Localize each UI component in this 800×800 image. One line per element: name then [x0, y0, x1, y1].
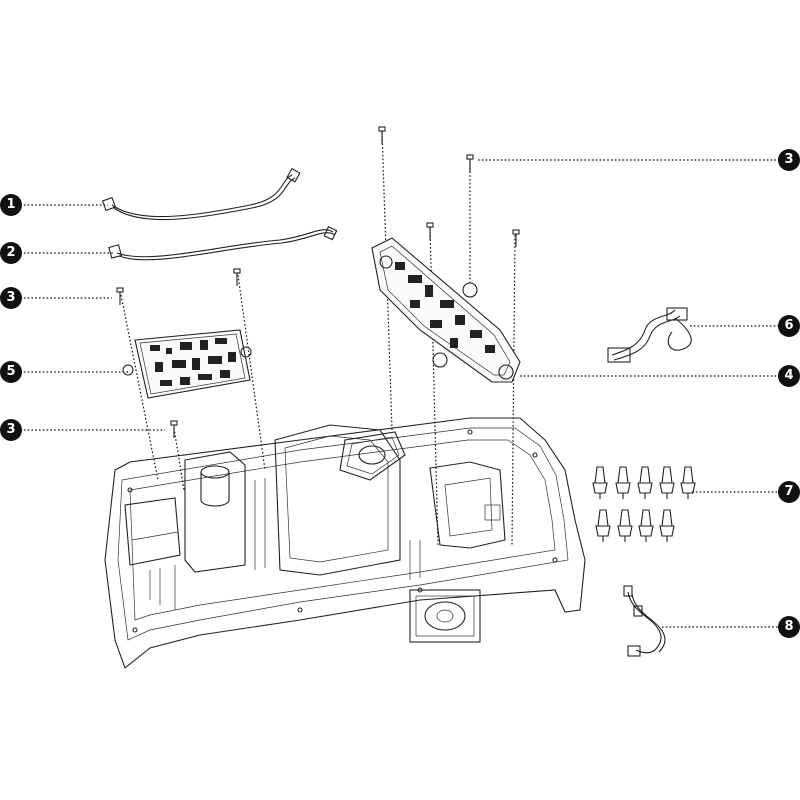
screw-drop-line: [237, 274, 266, 471]
callout-badge-7: 7: [778, 481, 800, 503]
screw-icon: [170, 420, 178, 438]
cable-1: [101, 167, 301, 221]
callout-badge-4: 4: [778, 365, 800, 387]
leader-lines: [20, 131, 780, 628]
clips-7: [592, 466, 696, 542]
callout-badge-8: 8: [778, 616, 800, 638]
screw-icon: [116, 287, 124, 305]
screw-icon: [233, 268, 241, 286]
callout-badge-3: 3: [778, 149, 800, 171]
callout-badge-6: 6: [778, 315, 800, 337]
screw-icon: [466, 154, 474, 172]
screws: [116, 126, 520, 438]
screw-drop-line: [511, 234, 516, 546]
cable-2: [108, 226, 338, 261]
callout-badge-2: 2: [0, 242, 22, 264]
callout-badge-1: 1: [0, 194, 22, 216]
screw-icon: [512, 229, 520, 247]
circuit-board-5: [122, 329, 252, 399]
screw-drop-line: [120, 294, 159, 481]
screw-drop-line: [173, 427, 185, 491]
callout-badge-3: 3: [0, 287, 22, 309]
circuit-board-4: [371, 237, 521, 383]
cable-8: [623, 585, 666, 657]
callout-badge-5: 5: [0, 361, 22, 383]
screw-icon: [378, 126, 386, 144]
cable-6: [607, 307, 692, 363]
callout-badge-3: 3: [0, 419, 22, 441]
base-housing: [104, 417, 586, 669]
screw-icon: [426, 222, 434, 240]
